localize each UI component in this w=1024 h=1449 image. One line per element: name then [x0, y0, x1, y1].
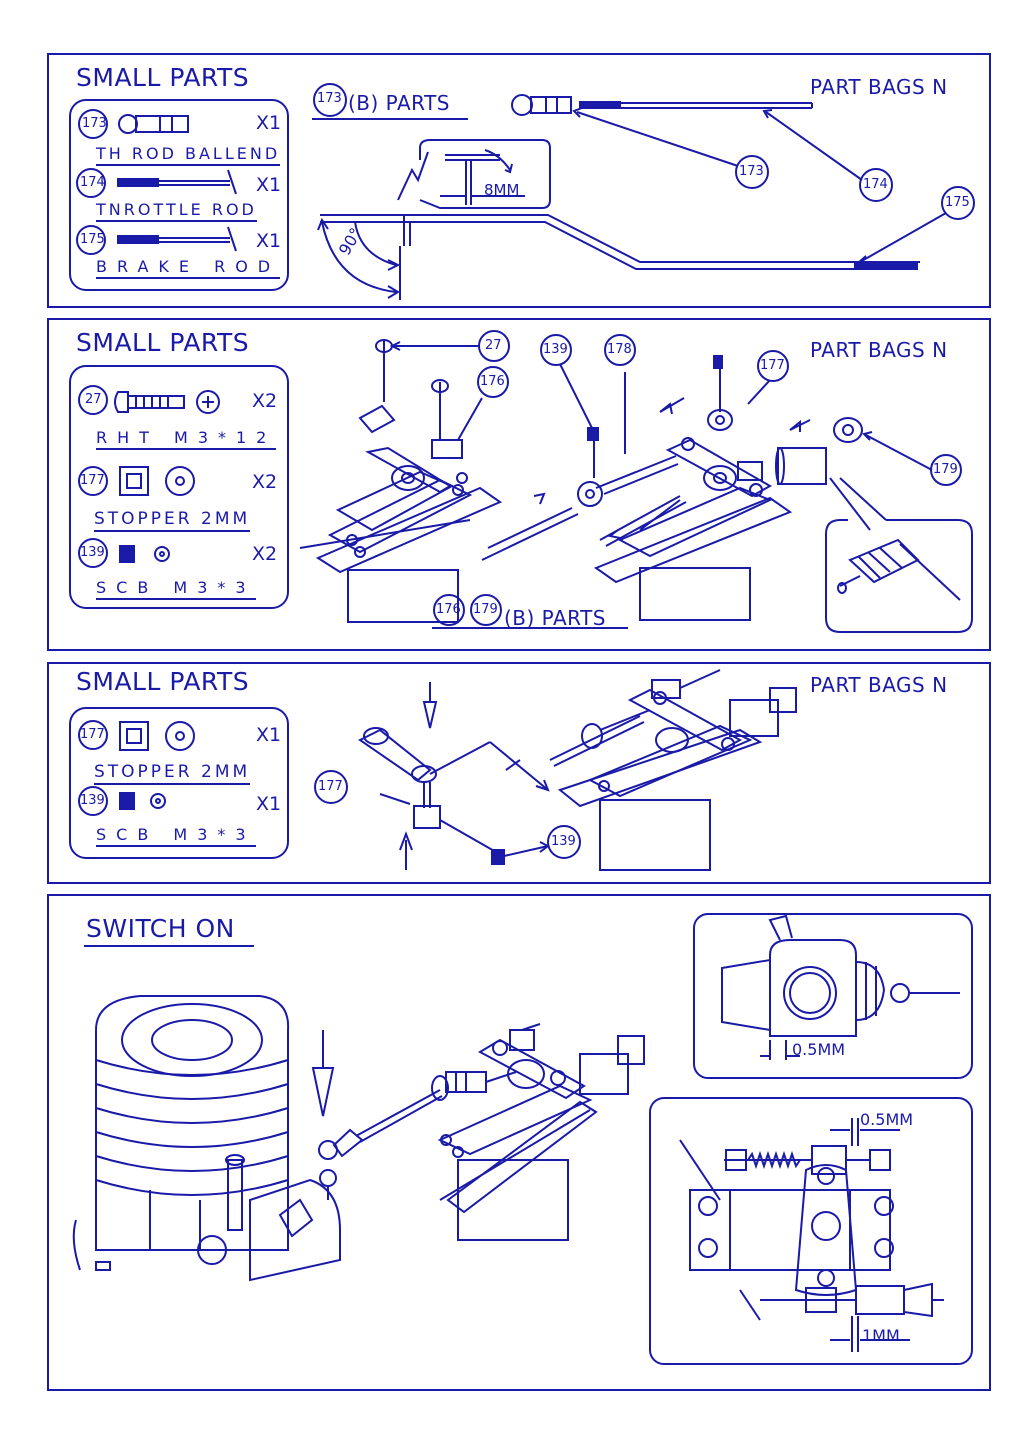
part-label: SCB M3*3 [96, 825, 256, 847]
part-label: STOPPER 2MM [94, 762, 251, 785]
part-quantity: X1 [256, 112, 282, 134]
part-quantity: X2 [252, 390, 278, 412]
carburetor-gap-dimension: 0.5MM [792, 1040, 846, 1059]
callout-number: 139 [551, 834, 576, 849]
part-number: 139 [80, 793, 105, 808]
part-number: 177 [80, 727, 105, 742]
part-number: 175 [80, 232, 105, 247]
callout-number: 177 [318, 779, 343, 794]
part-number: 27 [85, 392, 102, 407]
part-bags-label: PART BAGS N [810, 75, 948, 99]
bottom-gap-dimension: 1MM [862, 1326, 900, 1345]
callout-number: 139 [543, 342, 568, 357]
part-quantity: X2 [252, 543, 278, 565]
part-number: 177 [80, 473, 105, 488]
switch-on-panel [47, 894, 991, 1391]
part-label: TNROTTLE ROD [96, 200, 257, 222]
part-label: STOPPER 2MM [94, 509, 251, 532]
dimension-label: 8MM [484, 181, 520, 199]
part-label: SCB M3*3 [96, 578, 256, 600]
callout-number: 178 [607, 342, 632, 357]
b-parts-label: (B) PARTS [348, 91, 450, 115]
switch-on-title: SWITCH ON [86, 914, 235, 943]
part-number: 173 [82, 116, 107, 131]
small-parts-panel-rods [47, 53, 991, 308]
callout-number: 177 [760, 358, 785, 373]
b-parts-number: 179 [473, 602, 498, 617]
part-number: 174 [80, 175, 105, 190]
small-parts-panel-servo-linkage [47, 318, 991, 651]
top-gap-dimension: 0.5MM [860, 1110, 914, 1129]
part-quantity: X1 [256, 793, 282, 815]
b-parts-label: (B) PARTS [504, 606, 606, 630]
callout-number: 176 [480, 374, 505, 389]
callout-number: 175 [945, 195, 970, 210]
small-parts-panel-stopper [47, 662, 991, 884]
part-quantity: X1 [256, 230, 282, 252]
b-parts-number: 173 [317, 91, 342, 106]
small-parts-title: SMALL PARTS [76, 667, 250, 696]
callout-number: 179 [933, 462, 958, 477]
part-number: 139 [80, 545, 105, 560]
small-parts-title: SMALL PARTS [76, 63, 250, 92]
part-label: BRAKE ROD [96, 257, 281, 279]
small-parts-title: SMALL PARTS [76, 328, 250, 357]
part-quantity: X1 [256, 174, 282, 196]
part-bags-label: PART BAGS N [810, 673, 948, 697]
part-label: RHT M3*12 [96, 428, 277, 450]
part-quantity: X1 [256, 724, 282, 746]
b-parts-number: 176 [436, 602, 461, 617]
part-quantity: X2 [252, 471, 278, 493]
callout-number: 173 [739, 164, 764, 179]
callout-number: 27 [485, 338, 502, 353]
part-label: TH ROD BALLEND [96, 144, 281, 166]
part-bags-label: PART BAGS N [810, 338, 948, 362]
callout-number: 174 [863, 177, 888, 192]
